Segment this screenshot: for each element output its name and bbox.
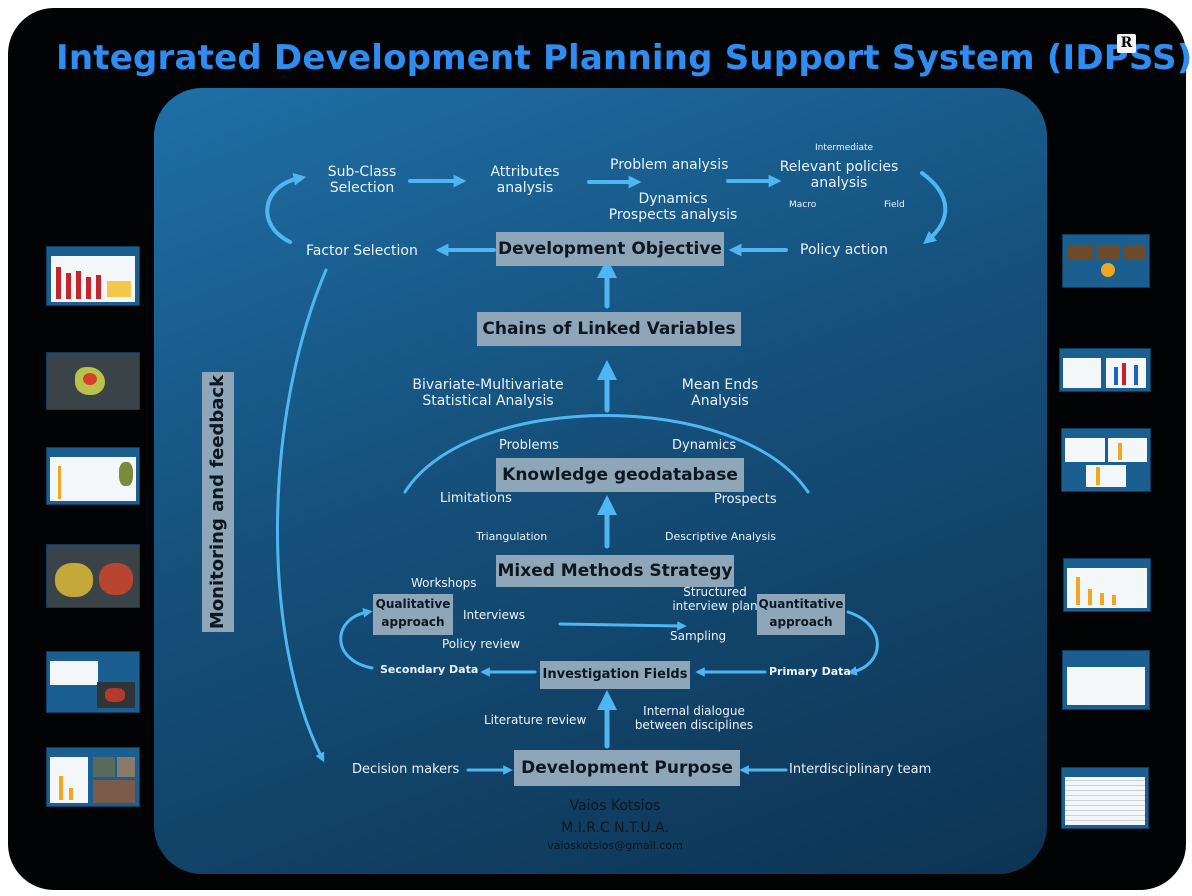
interviews-label: Interviews — [463, 608, 526, 622]
sub-class-line-1: Sub-Class — [327, 164, 397, 180]
decision-makers-label: Decision makers — [352, 762, 460, 777]
quantitative-approach-box: Quantitative approach — [757, 594, 845, 635]
bar-chart-thumbnail[interactable] — [1063, 558, 1151, 612]
relevant-policies-line-2: analysis — [810, 175, 868, 192]
map-thumbnail[interactable] — [46, 544, 140, 608]
dashboard-thumbnail[interactable] — [1062, 234, 1150, 288]
qualitative-line-2: approach — [381, 615, 445, 629]
secondary-data-label: Secondary Data — [380, 663, 479, 676]
attributes-line-1: Attributes — [490, 164, 560, 180]
dynamics-line: Dynamics — [638, 191, 708, 207]
registered-trademark-icon: R — [1117, 34, 1136, 53]
qualitative-approach-box: Qualitative approach — [373, 594, 453, 635]
photo-collage-thumbnail[interactable] — [46, 747, 140, 807]
qualitative-line-1: Qualitative — [375, 597, 451, 611]
problems-label: Problems — [499, 438, 559, 453]
arrow-factor-to-subclass — [265, 172, 307, 244]
attributes-line-2: analysis — [496, 180, 554, 197]
monitoring-feedback-box: Monitoring and feedback — [202, 372, 234, 632]
author-name: Vaios Kotsios — [569, 798, 661, 814]
mixed-methods-strategy-box: Mixed Methods Strategy — [496, 555, 734, 587]
prospects-analysis-line: Prospects analysis — [608, 207, 738, 224]
blank-thumbnail[interactable] — [1062, 650, 1150, 710]
bivariate-analysis-label: Bivariate-Multivariate Statistical Analy… — [404, 377, 572, 409]
internal-dialogue-line-1: Internal dialogue — [643, 704, 745, 718]
limitations-label: Limitations — [440, 491, 512, 506]
triangulation-label: Triangulation — [476, 530, 548, 543]
bar-chart-thumbnail[interactable] — [46, 246, 140, 306]
bar-chart-thumbnail[interactable] — [1061, 428, 1151, 492]
internal-dialogue-line-2: between disciplines — [634, 717, 754, 732]
author-email: vaioskotsios@gmail.com — [547, 839, 683, 852]
sampling-label: Sampling — [670, 629, 727, 643]
primary-data-label: Primary Data — [769, 665, 851, 678]
policy-action-label: Policy action — [800, 242, 888, 258]
chains-of-linked-variables-box: Chains of Linked Variables — [477, 312, 741, 346]
development-purpose-box: Development Purpose — [514, 750, 740, 786]
bar-chart-thumbnail[interactable] — [46, 447, 140, 505]
quantitative-line-2: approach — [769, 615, 833, 629]
author-affiliation: M.I.R.C N.T.U.A. — [561, 820, 669, 836]
dynamics-label: Dynamics — [672, 438, 737, 453]
literature-review-label: Literature review — [484, 713, 587, 727]
interdisciplinary-team-label: Interdisciplinary team — [789, 762, 932, 777]
quantitative-line-1: Quantitative — [758, 597, 844, 611]
knowledge-geodatabase-box: Knowledge geodatabase — [496, 458, 744, 492]
map-thumbnail[interactable] — [46, 352, 140, 410]
factor-selection-label: Factor Selection — [306, 243, 418, 259]
arrow-policies-to-policy-action — [920, 171, 948, 245]
internal-dialogue-label: Internal dialogue between disciplines — [624, 704, 764, 733]
investigation-fields-box: Investigation Fields — [540, 661, 690, 689]
workshops-label: Workshops — [411, 576, 477, 590]
mean-ends-analysis-label: Mean Ends Analysis — [670, 377, 770, 409]
macro-label: Macro — [789, 200, 817, 210]
arrow-secondary-to-qualitative — [339, 608, 374, 670]
problem-analysis-label: Problem analysis — [610, 157, 729, 173]
descriptive-analysis-label: Descriptive Analysis — [665, 530, 777, 543]
structured-line-1: Structured — [683, 585, 747, 599]
dynamics-prospects-label: Dynamics Prospects analysis — [600, 191, 746, 223]
relevant-policies-line-1: Relevant policies — [779, 159, 899, 175]
mean-ends-line-2: Analysis — [691, 393, 749, 410]
bivariate-line-1: Bivariate-Multivariate — [412, 377, 564, 393]
intermediate-label: Intermediate — [815, 143, 874, 153]
arrow-interviews-to-sampling — [558, 621, 687, 631]
poster-title: Integrated Development Planning Support … — [56, 38, 1192, 78]
sub-class-line-2: Selection — [329, 180, 395, 197]
table-thumbnail[interactable] — [1061, 767, 1149, 829]
map-thumbnail[interactable] — [46, 651, 140, 713]
development-objective-box: Development Objective — [496, 232, 724, 266]
arrow-monitoring-feedback — [276, 268, 328, 763]
structured-interview-label: Structured interview plan — [670, 585, 760, 614]
attributes-analysis-label: Attributes analysis — [477, 164, 573, 196]
policy-review-label: Policy review — [442, 637, 521, 651]
relevant-policies-label: Relevant policies analysis — [770, 159, 908, 191]
mean-ends-line-1: Mean Ends — [681, 377, 759, 393]
bivariate-line-2: Statistical Analysis — [422, 393, 554, 410]
arrow-quantitative-to-primary — [846, 610, 879, 676]
knowledge-dome-arc — [403, 414, 810, 494]
line-chart-thumbnail[interactable] — [1059, 348, 1151, 392]
structured-line-2: interview plan — [672, 598, 758, 613]
prospects-label: Prospects — [714, 492, 777, 507]
field-label: Field — [884, 200, 905, 210]
sub-class-selection-label: Sub-Class Selection — [316, 164, 408, 196]
